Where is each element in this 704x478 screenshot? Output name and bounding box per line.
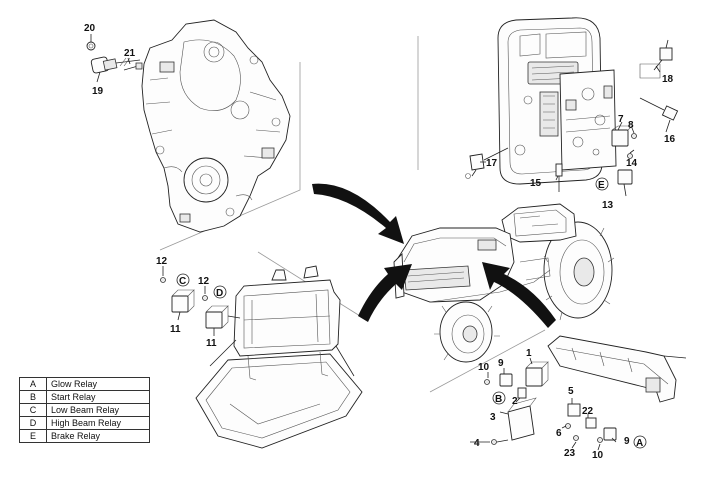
glow-relay-9 [603, 427, 617, 441]
relay-7 [611, 125, 633, 147]
callout-6: 6 [556, 428, 562, 439]
callout-20: 20 [84, 23, 96, 34]
callout-a: A [636, 438, 643, 449]
callout-10-left: 10 [478, 362, 490, 373]
instrument-panel-assembly [497, 17, 617, 185]
callout-19: 19 [92, 86, 104, 97]
switch-17 [465, 147, 509, 179]
nut-23 [573, 435, 579, 441]
legend-code: C [19, 403, 47, 417]
callout-9-top: 9 [498, 358, 504, 369]
callout-15: 15 [530, 178, 542, 189]
nut-12-left [160, 277, 166, 283]
module-3 [507, 397, 537, 441]
high-beam-relay-d [205, 305, 241, 329]
callout-b: B [495, 394, 502, 405]
legend-label: Low Beam Relay [46, 403, 150, 417]
nut-10-right [597, 437, 603, 443]
circle-marker-a [633, 435, 647, 449]
start-relay-9 [499, 373, 513, 387]
legend-label: Brake Relay [46, 429, 150, 443]
callout-c: C [179, 276, 186, 287]
callout-3: 3 [490, 412, 496, 423]
nut-10-left [484, 379, 490, 385]
callout-9-bottom: 9 [624, 436, 630, 447]
callout-e: E [598, 180, 605, 191]
callout-7: 7 [618, 114, 624, 125]
bolt-21 [123, 62, 143, 71]
legend-code: D [19, 416, 47, 430]
relay-mount-bracket [547, 335, 687, 403]
legend-code: E [19, 429, 47, 443]
callout-13: 13 [602, 200, 614, 211]
callout-12-left: 12 [156, 256, 168, 267]
callout-4: 4 [474, 438, 480, 449]
callout-16: 16 [664, 134, 676, 145]
callout-22: 22 [582, 406, 594, 417]
engine-sensor-19 [90, 56, 141, 74]
callout-5: 5 [568, 386, 574, 397]
arrow-relays-to-tractor [482, 262, 556, 328]
relay-22 [585, 417, 597, 429]
tractor-illustration [393, 203, 615, 363]
relay-1 [525, 361, 549, 387]
engine-gear-case [141, 19, 291, 233]
circle-marker-e [595, 177, 609, 191]
callout-11-right: 11 [206, 338, 217, 349]
legend-code: B [19, 390, 47, 404]
callout-1: 1 [526, 348, 532, 359]
legend-label: High Beam Relay [46, 416, 150, 430]
callout-14: 14 [626, 158, 638, 169]
switch-18 [639, 39, 673, 79]
callout-17: 17 [486, 158, 498, 169]
callout-12-right: 12 [198, 276, 210, 287]
legend-label: Glow Relay [46, 377, 150, 391]
nut-14 [627, 153, 633, 159]
callout-d: D [216, 288, 223, 299]
callout-11-left: 11 [170, 324, 181, 335]
arrow-engine-to-tractor [312, 183, 404, 244]
sensor-connector-20 [86, 41, 96, 51]
callout-23: 23 [564, 448, 576, 459]
leader-lines [96, 57, 671, 451]
fuse-2 [517, 387, 527, 399]
callout-labels: 20 21 19 18 7 8 16 14 17 15 13 E 12 C 12… [84, 23, 676, 461]
callout-10-right: 10 [592, 450, 604, 461]
nut-6 [565, 423, 571, 429]
callout-21: 21 [124, 48, 136, 59]
circle-marker-d [213, 285, 227, 299]
brake-relay-13 [617, 169, 633, 185]
pointer-arrows [312, 183, 556, 328]
nut-8 [631, 133, 637, 139]
nut-12-right [202, 295, 208, 301]
fuse-5 [567, 403, 581, 417]
low-beam-relay-c [171, 289, 195, 313]
legend-label: Start Relay [46, 390, 150, 404]
circle-marker-b [492, 391, 506, 405]
legend-code: A [19, 377, 47, 391]
callout-18: 18 [662, 74, 674, 85]
bulb-15 [555, 163, 563, 192]
sensor-16 [639, 97, 679, 121]
arrow-bracket-to-tractor [358, 264, 412, 322]
callout-8: 8 [628, 120, 634, 131]
bracket-frame-assembly [195, 265, 363, 449]
nut-4 [491, 439, 509, 445]
circle-marker-c [176, 273, 190, 287]
callout-2: 2 [512, 396, 518, 407]
